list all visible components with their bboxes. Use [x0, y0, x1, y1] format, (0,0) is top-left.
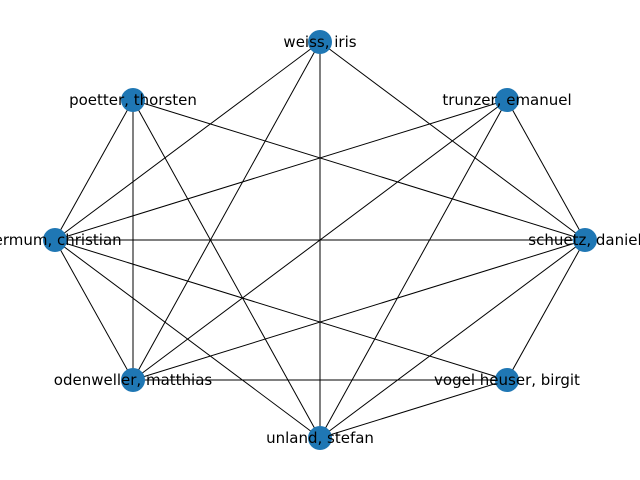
- edge-poetter-fermum: [54, 99, 134, 241]
- edge-layer: [54, 41, 586, 439]
- node-marker-trunzer: [495, 88, 519, 112]
- node-schuetz: schuetz, daniel: [528, 228, 640, 252]
- edge-poetter-schuetz: [132, 99, 586, 241]
- node-poetter: poetter, thorsten: [69, 88, 197, 112]
- node-label-vogelheuser: vogel heuser, birgit: [434, 371, 580, 389]
- node-layer: weiss, iris poetter, thorsten trunzer, ema…: [0, 30, 640, 450]
- node-fermum: fermum, christian: [0, 228, 122, 252]
- node-label-odenweller: odenweller, matthias: [54, 371, 213, 389]
- edge-trunzer-unland: [319, 99, 508, 439]
- edge-weiss-fermum: [54, 41, 321, 241]
- edge-poetter-unland: [132, 99, 321, 439]
- edge-schuetz-unland: [319, 239, 586, 439]
- edge-trunzer-fermum: [54, 99, 508, 241]
- node-marker-weiss: [308, 30, 332, 54]
- node-marker-odenweller: [121, 368, 145, 392]
- node-marker-fermum: [43, 228, 67, 252]
- node-odenweller: odenweller, matthias: [54, 368, 213, 392]
- edge-weiss-odenweller: [132, 41, 321, 381]
- node-marker-unland: [308, 426, 332, 450]
- node-unland: unland, stefan: [266, 426, 374, 450]
- node-label-unland: unland, stefan: [266, 429, 374, 447]
- edge-fermum-odenweller: [54, 239, 134, 381]
- edge-fermum-unland: [54, 239, 321, 439]
- edge-schuetz-odenweller: [132, 239, 586, 381]
- node-weiss: weiss, iris: [283, 30, 357, 54]
- node-vogelheuser: vogel heuser, birgit: [434, 368, 580, 392]
- node-marker-schuetz: [573, 228, 597, 252]
- edge-fermum-vogelheuser: [54, 239, 508, 381]
- node-label-fermum: fermum, christian: [0, 231, 122, 249]
- node-label-weiss: weiss, iris: [283, 33, 356, 51]
- node-label-poetter: poetter, thorsten: [69, 91, 197, 109]
- edge-trunzer-schuetz: [506, 99, 586, 241]
- edge-schuetz-vogelheuser: [506, 239, 586, 381]
- node-label-trunzer: trunzer, emanuel: [442, 91, 571, 109]
- node-marker-poetter: [121, 88, 145, 112]
- edge-vogelheuser-unland: [319, 379, 508, 439]
- node-trunzer: trunzer, emanuel: [442, 88, 572, 112]
- node-marker-vogelheuser: [495, 368, 519, 392]
- node-label-schuetz: schuetz, daniel: [528, 231, 640, 249]
